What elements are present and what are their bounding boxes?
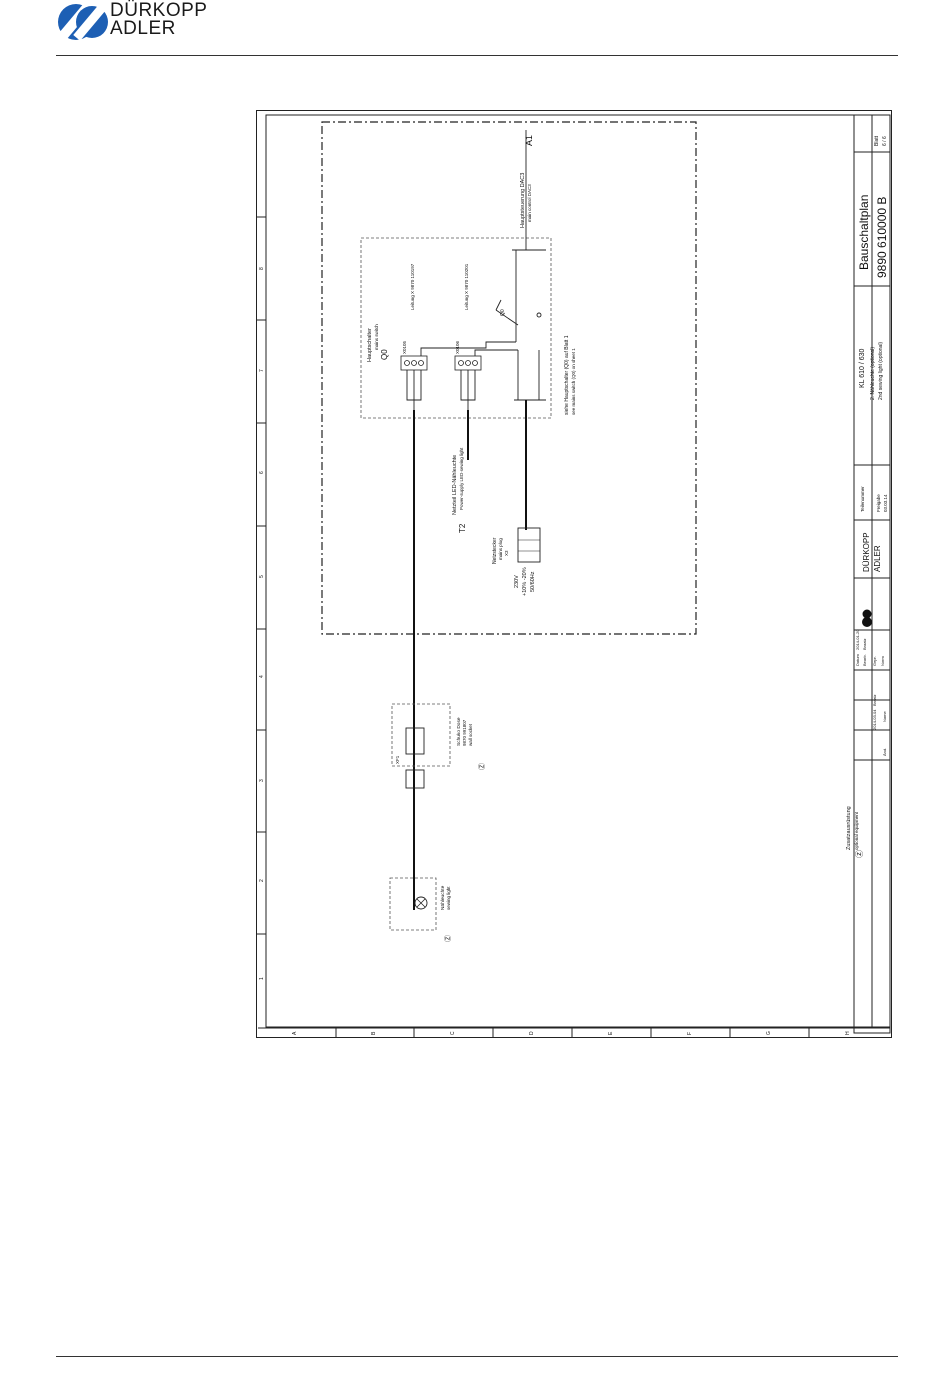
main-switch-title-en: mains switch <box>374 324 379 350</box>
tb-rev-name: Braatz <box>872 694 877 706</box>
socket-label: Schuko Dose <box>456 717 462 746</box>
main-control-label: Hauptsteuerung DAC3 <box>520 173 526 228</box>
zone-number: 8 <box>259 267 265 270</box>
note-en: see mains switch (Q0) on sheet 1 <box>571 348 576 415</box>
brand-line2: ADLER <box>110 18 176 39</box>
socket-number: 9870 991807 <box>462 719 467 746</box>
enclosure-frame <box>321 121 697 635</box>
zone-number: 6 <box>259 471 265 474</box>
lamp-label-en: sewing light <box>446 886 451 910</box>
main-switch-ref: Q0 <box>380 349 389 360</box>
tb-aend-label: Änd. <box>882 748 887 756</box>
mains-plug-label-en: mains plug <box>498 538 503 560</box>
legend-de: Zusatzausrüstung <box>846 806 852 850</box>
mains-frequency: 50/60Hz <box>530 571 536 592</box>
mains-tolerance: +10% -20% <box>522 567 528 596</box>
socket-label-en: wall socket <box>468 723 473 746</box>
wiring-diagram: 1 2 3 4 5 6 7 8 A B C D E F G H <box>256 110 892 1038</box>
zone-number: 4 <box>259 675 265 678</box>
legend-marker: Ⓩ <box>855 850 864 858</box>
power-supply-label-en: Power-supply LED-sewing light <box>459 447 464 510</box>
main-control-label-en: main control DAC3 <box>527 184 532 222</box>
tb-logo-line1: DÜRKOPP <box>862 532 871 572</box>
tb-subtitle-en: 2nd sewing light (optional) <box>878 342 884 400</box>
header-rule <box>56 55 898 56</box>
tb-subtitle-de: 2. Nähleuchte (optional) <box>870 347 876 400</box>
lamp-label: Nähleuchte <box>440 885 446 910</box>
main-switch-title: Hauptschalter <box>367 328 373 362</box>
zone-letter: B <box>371 1031 377 1035</box>
tb-datum-label: Datum <box>855 654 860 666</box>
wiring-diagram-svg: 1 2 3 4 5 6 7 8 A B C D E F G H <box>256 110 892 1038</box>
optional-marker-lamp: Ⓩ <box>444 935 452 942</box>
duerkopp-adler-logo-icon <box>57 2 108 42</box>
zone-letter: A <box>292 1031 298 1035</box>
zone-number: 1 <box>259 977 265 980</box>
mains-voltage: 230V <box>514 575 520 588</box>
optional-marker-socket: Ⓩ <box>478 763 486 770</box>
main-switch-box <box>360 237 552 419</box>
tb-logo-line2: ADLER <box>873 545 882 572</box>
zone-number: 7 <box>259 369 265 372</box>
lamp-icon <box>414 896 428 910</box>
cable1-label: Leitung X 9870 110197 <box>410 263 415 310</box>
tb-sheet: 6 / 6 <box>882 136 888 146</box>
tb-norm-label: Norm <box>880 656 885 666</box>
zone-letter: F <box>687 1032 693 1035</box>
tb-bearb-label: Bearb. <box>862 654 867 666</box>
tb-rev-date: 2014-03-04 <box>872 709 877 730</box>
zone-number: 5 <box>259 575 265 578</box>
tb-teilenummer: Teilenummer <box>860 486 865 512</box>
brand-line1: DÜRKOPP <box>110 0 208 21</box>
zone-number: 3 <box>259 779 265 782</box>
zone-letter: H <box>845 1031 851 1035</box>
tb-status: Freigabe <box>876 494 881 512</box>
tb-name-label: Name <box>882 711 887 722</box>
note-de: siehe Hauptschalter (Q0) auf Blatt 1 <box>564 335 570 415</box>
tb-number: 9890 610000 B <box>875 197 889 278</box>
tb-logo <box>862 609 872 627</box>
tb-datum-value: 2014-01-20 <box>855 629 860 650</box>
connector1-label: X0105 <box>402 340 407 354</box>
zone-number: 2 <box>259 879 265 882</box>
title-block <box>853 114 891 1034</box>
tb-sheet-label: Blatt <box>874 135 880 146</box>
zone-letter: D <box>529 1031 535 1035</box>
lamp-box <box>389 877 437 931</box>
socket-ref: XF1 <box>395 755 400 764</box>
mains-plug-label: Netzstecker <box>492 537 498 564</box>
switch-q0-label: Q0 <box>500 309 506 316</box>
brand-name: DÜRKOPP ADLER <box>110 0 208 39</box>
legend-en: optional equipment <box>854 811 859 850</box>
power-supply-label: Netzteil LED-Nähleuchte <box>452 455 458 515</box>
zone-letter: G <box>766 1031 772 1035</box>
power-supply-ref: T2 <box>458 523 467 533</box>
tb-bearb-value: Braatz <box>862 638 867 650</box>
cable2-label: Leitung X 9870 110201 <box>464 263 469 310</box>
main-control-ref: A1 <box>524 135 534 146</box>
connector2-label: X0106 <box>455 340 460 354</box>
tb-model: KL 610 / 630 <box>859 348 866 388</box>
tb-status-date: 03.03.14 <box>883 494 888 512</box>
page-header: DÜRKOPP ADLER <box>0 0 950 60</box>
tb-title: Bauschaltplan <box>857 195 871 270</box>
zone-letter: C <box>450 1031 456 1035</box>
footer-rule <box>56 1356 898 1357</box>
zone-letter: E <box>608 1031 614 1035</box>
tb-gepr-label: Gepr. <box>872 656 877 666</box>
mains-plug-ref: X3 <box>504 550 509 556</box>
